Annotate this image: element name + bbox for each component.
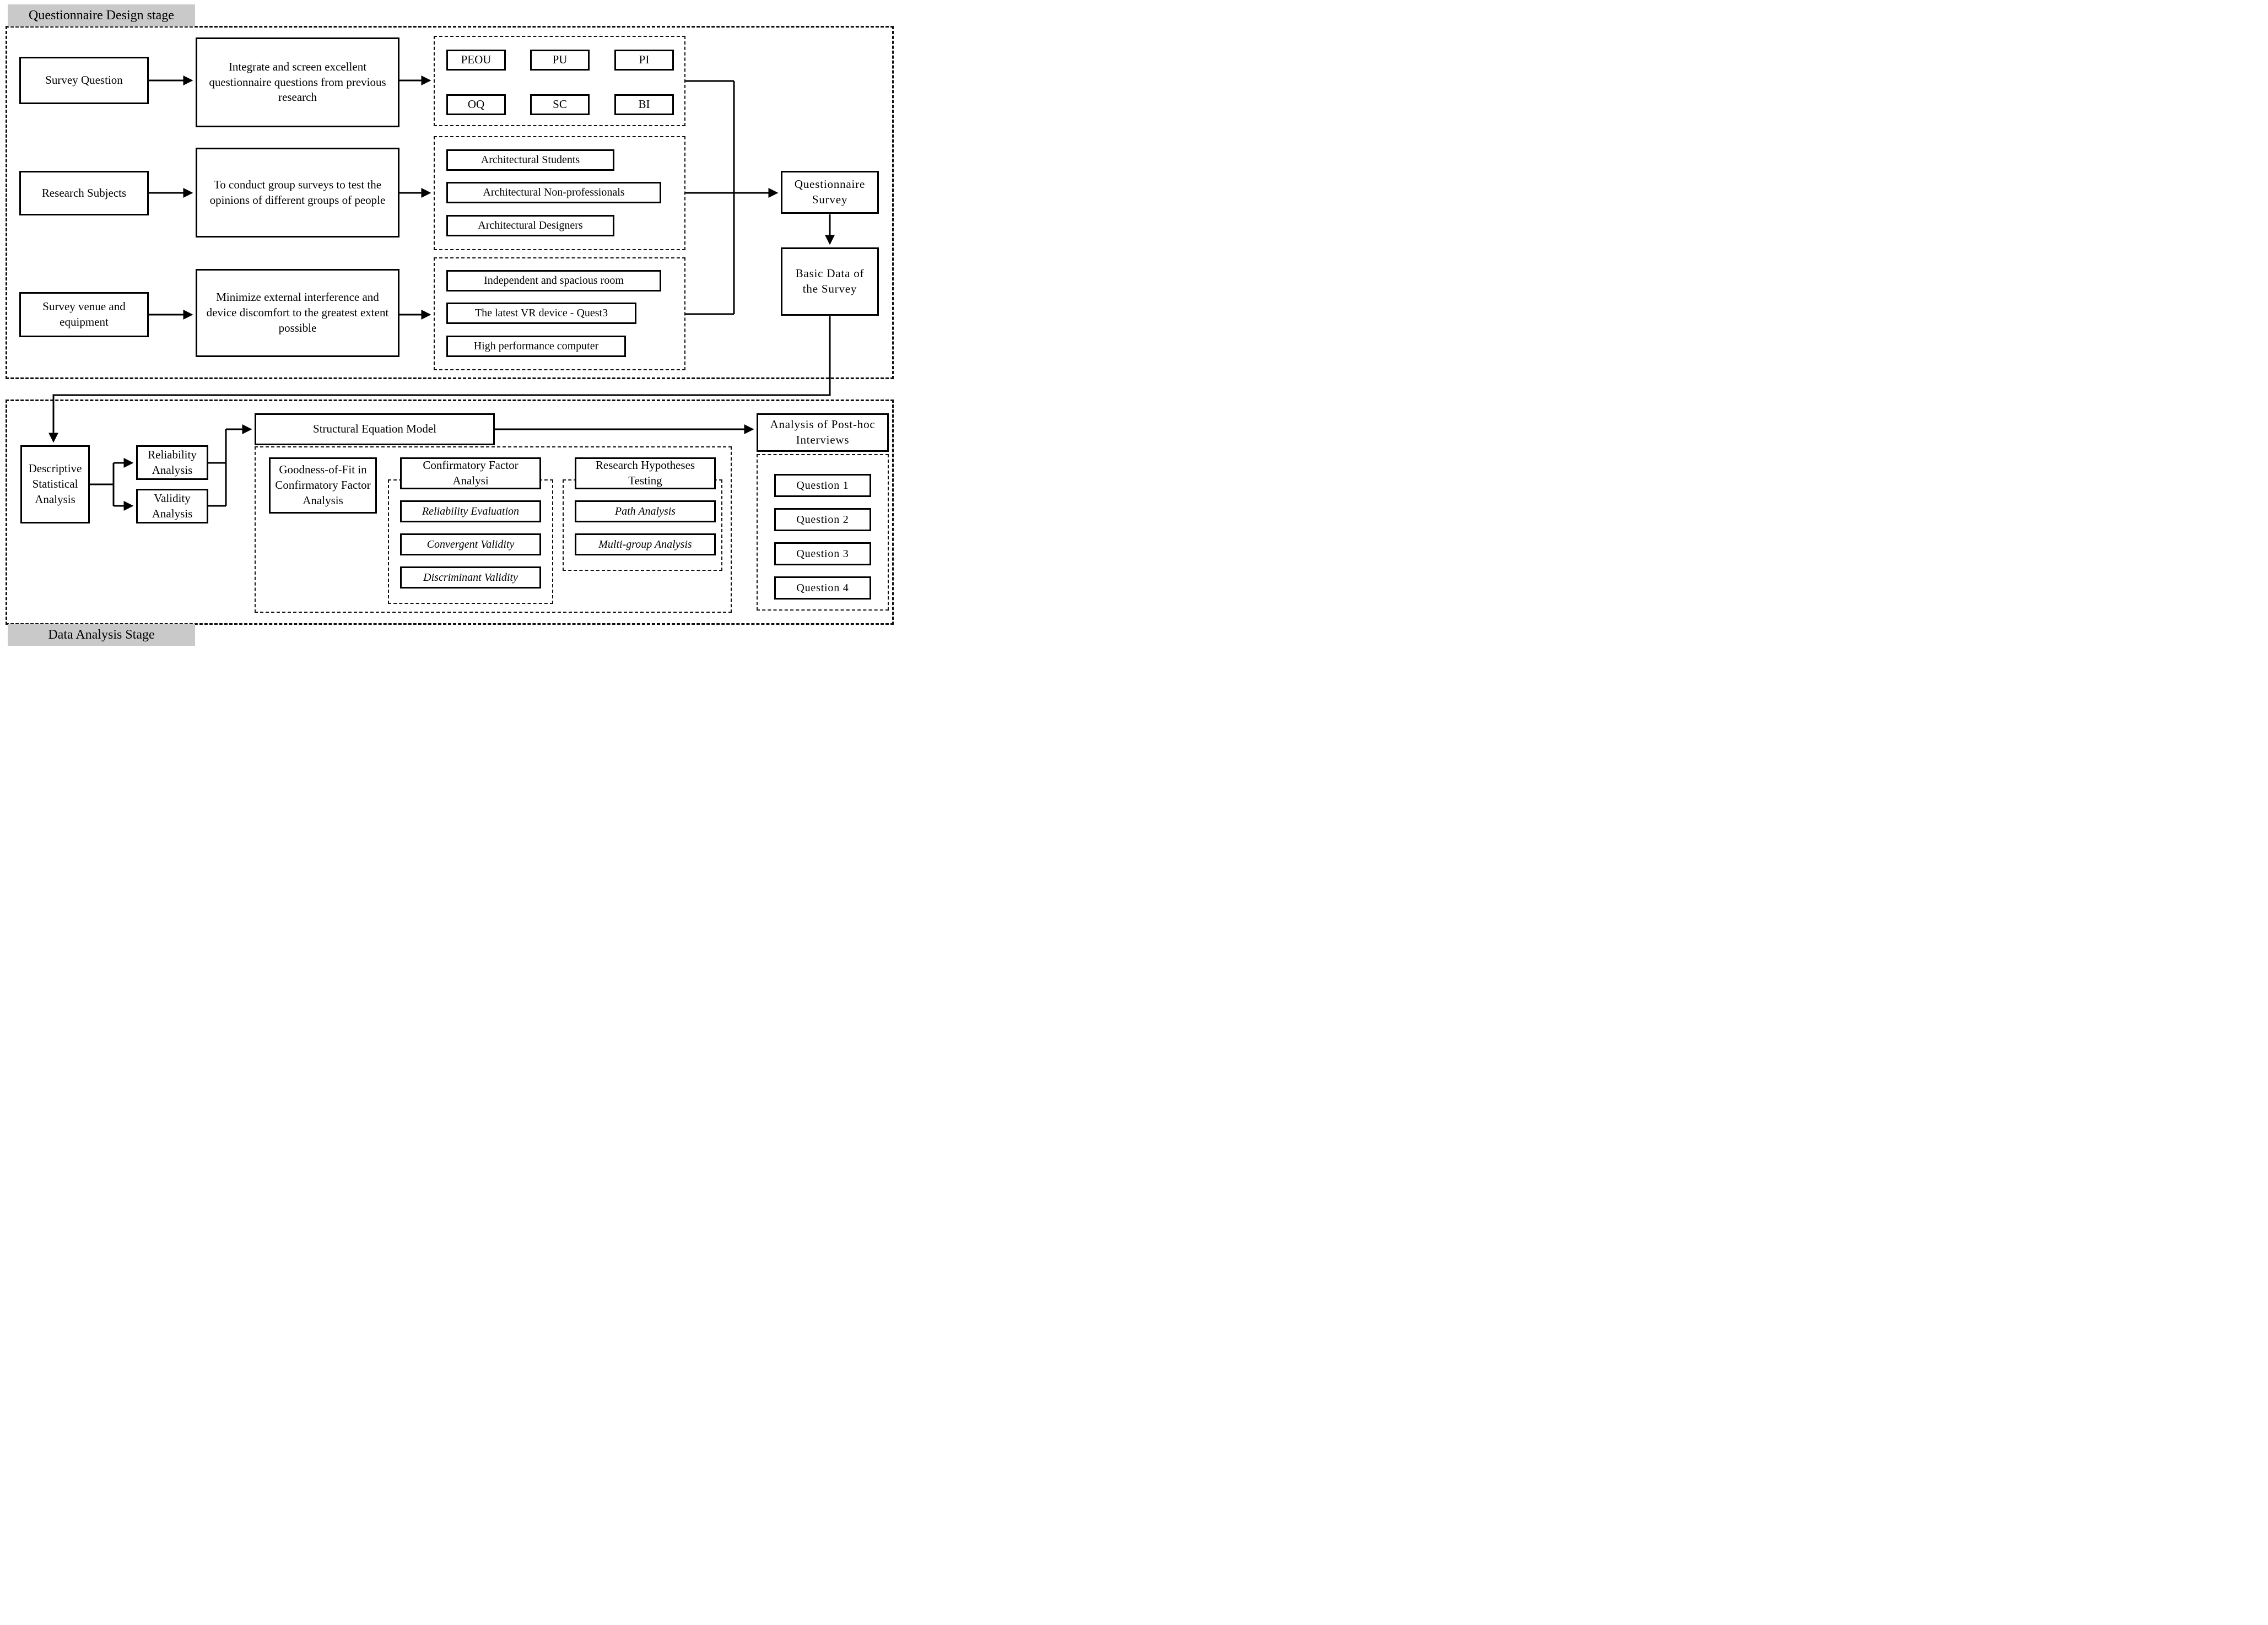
box-arch-nonprofessionals: Architectural Non-professionals (446, 182, 661, 203)
container-sem-details (255, 446, 732, 613)
sem-text: Structural Equation Model (313, 422, 436, 436)
cfa-header-text: Confirmatory Factor Analysi (423, 458, 519, 487)
arch-nonprofessionals-text: Architectural Non-professionals (483, 186, 625, 199)
basic-data-text: Basic Data of the Survey (795, 267, 865, 295)
chip-oq-text: OQ (467, 98, 485, 111)
research-subjects-text: Research Subjects (41, 186, 127, 199)
box-convergent-validity: Convergent Validity (400, 533, 541, 555)
survey-question-text: Survey Question (45, 73, 123, 87)
box-multigroup-analysis: Multi-group Analysis (575, 533, 716, 555)
box-descriptive-analysis: Descriptive Statistical Analysis (20, 445, 90, 523)
box-hypotheses-header: Research Hypotheses Testing (575, 457, 716, 489)
questionnaire-survey-text: Questionnaire Survey (794, 177, 866, 206)
analysis-stage-label-text: Data Analysis Stage (48, 627, 155, 642)
chip-bi-text: BI (638, 98, 650, 111)
box-basic-data: Basic Data of the Survey (781, 247, 879, 316)
container-constructs (434, 36, 685, 126)
chip-pu-text: PU (552, 53, 568, 67)
box-question-4: Question 4 (774, 576, 871, 600)
multigroup-analysis-text: Multi-group Analysis (598, 538, 692, 550)
box-arch-students: Architectural Students (446, 149, 614, 171)
chip-peou: PEOU (446, 50, 506, 71)
integrate-screen-text: Integrate and screen excellent questionn… (209, 60, 386, 104)
group-surveys-text: To conduct group surveys to test the opi… (209, 177, 386, 207)
question-3-text: Question 3 (796, 547, 849, 560)
arch-students-text: Architectural Students (480, 154, 580, 166)
box-arch-designers: Architectural Designers (446, 215, 614, 236)
question-2-text: Question 2 (796, 513, 849, 526)
question-1-text: Question 1 (796, 479, 849, 492)
box-path-analysis: Path Analysis (575, 500, 716, 522)
goodness-of-fit-text: Goodness-of-Fit in Confirmatory Factor A… (275, 463, 371, 507)
box-sem: Structural Equation Model (255, 413, 495, 445)
vr-device-text: The latest VR device - Quest3 (474, 307, 608, 320)
analysis-stage-label: Data Analysis Stage (8, 624, 195, 646)
box-questionnaire-survey: Questionnaire Survey (781, 171, 879, 214)
spacious-room-text: Independent and spacious room (484, 274, 624, 287)
high-performance-computer-text: High performance computer (473, 340, 599, 353)
box-question-2: Question 2 (774, 508, 871, 531)
box-question-1: Question 1 (774, 474, 871, 497)
descriptive-analysis-text: Descriptive Statistical Analysis (28, 462, 82, 506)
chip-bi: BI (614, 94, 674, 115)
survey-venue-text: Survey venue and equipment (42, 300, 126, 328)
design-stage-label-text: Questionnaire Design stage (29, 8, 174, 23)
chip-oq: OQ (446, 94, 506, 115)
chip-sc: SC (530, 94, 590, 115)
box-survey-question: Survey Question (19, 57, 149, 104)
box-question-3: Question 3 (774, 542, 871, 565)
box-discriminant-validity: Discriminant Validity (400, 566, 541, 589)
box-goodness-of-fit: Goodness-of-Fit in Confirmatory Factor A… (269, 457, 377, 514)
box-survey-venue: Survey venue and equipment (19, 292, 149, 337)
container-subject-groups (434, 136, 685, 250)
discriminant-validity-text: Discriminant Validity (423, 571, 518, 584)
box-cfa-header: Confirmatory Factor Analysi (400, 457, 541, 489)
minimize-interference-text: Minimize external interference and devic… (206, 290, 389, 334)
box-research-subjects: Research Subjects (19, 171, 149, 215)
reliability-evaluation-text: Reliability Evaluation (422, 505, 520, 517)
box-group-surveys: To conduct group surveys to test the opi… (196, 148, 399, 237)
question-4-text: Question 4 (796, 581, 849, 594)
box-reliability-evaluation: Reliability Evaluation (400, 500, 541, 522)
convergent-validity-text: Convergent Validity (426, 538, 515, 550)
box-spacious-room: Independent and spacious room (446, 270, 661, 291)
flowchart-canvas: Questionnaire Design stage Data Analysis… (0, 0, 907, 650)
chip-sc-text: SC (553, 98, 567, 111)
hypotheses-header-text: Research Hypotheses Testing (595, 458, 695, 487)
box-reliability-analysis: Reliability Analysis (136, 445, 208, 480)
design-stage-label: Questionnaire Design stage (8, 4, 195, 26)
container-posthoc-questions (757, 454, 889, 611)
box-posthoc-interviews: Analysis of Post-hoc Interviews (757, 413, 889, 452)
box-high-performance-computer: High performance computer (446, 336, 626, 357)
box-minimize-interference: Minimize external interference and devic… (196, 269, 399, 357)
box-integrate-screen: Integrate and screen excellent questionn… (196, 37, 399, 127)
container-hypotheses (563, 479, 722, 571)
reliability-analysis-text: Reliability Analysis (148, 447, 197, 477)
chip-pi: PI (614, 50, 674, 71)
arch-designers-text: Architectural Designers (478, 219, 583, 232)
path-analysis-text: Path Analysis (614, 505, 676, 517)
validity-analysis-text: Validity Analysis (152, 491, 193, 520)
posthoc-interviews-text: Analysis of Post-hoc Interviews (770, 418, 876, 446)
chip-peou-text: PEOU (461, 53, 492, 67)
box-validity-analysis: Validity Analysis (136, 489, 208, 523)
chip-pi-text: PI (639, 53, 650, 67)
chip-pu: PU (530, 50, 590, 71)
box-vr-device: The latest VR device - Quest3 (446, 303, 636, 324)
